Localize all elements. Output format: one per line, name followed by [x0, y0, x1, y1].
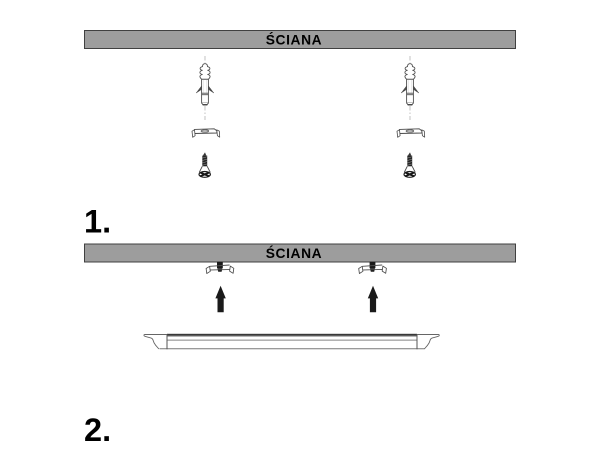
svg-text:ŚCIANA: ŚCIANA	[266, 31, 323, 48]
svg-text:1.: 1.	[84, 204, 111, 240]
svg-text:ŚCIANA: ŚCIANA	[266, 244, 323, 261]
svg-text:2.: 2.	[84, 412, 111, 448]
